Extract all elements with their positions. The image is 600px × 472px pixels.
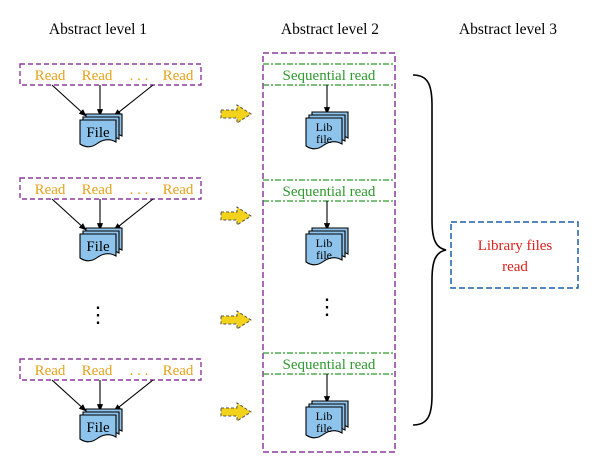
result-box [450, 221, 579, 289]
document-stack-icon [79, 227, 123, 262]
lib-file-label: Lib [316, 236, 333, 250]
read-arrow [51, 379, 87, 412]
file-label: File [86, 420, 110, 436]
document-stack-icon [305, 111, 349, 150]
read-arrow [113, 84, 154, 117]
lib-file-label: Lib [316, 120, 333, 134]
level2-outer-box [262, 52, 396, 453]
sequential-read-label: Sequential read [283, 357, 376, 373]
right-arrow-icon [220, 206, 252, 226]
document-stack-icon [305, 400, 349, 439]
read-label: Read [163, 363, 194, 379]
read-label: Read [163, 182, 194, 198]
read-ellipsis: . . . [130, 363, 149, 379]
read-label: Read [35, 363, 66, 379]
read-label: Read [35, 182, 66, 198]
right-arrow-icon [220, 402, 252, 422]
header-level-2: Abstract level 2 [281, 21, 379, 38]
read-box [19, 177, 202, 200]
document-stack-icon [79, 408, 123, 443]
read-ellipsis: . . . [130, 68, 149, 84]
read-ellipsis: . . . [130, 182, 149, 198]
lib-file-label: file [316, 248, 332, 262]
file-label: File [86, 239, 110, 255]
file-label: File [86, 125, 110, 141]
header-level-1: Abstract level 1 [49, 21, 147, 38]
read-label: Read [82, 363, 113, 379]
read-arrow [51, 84, 87, 117]
grouping-brace [412, 74, 447, 426]
sequential-read-label: Sequential read [283, 184, 376, 200]
read-label: Read [35, 68, 66, 84]
read-label: Read [82, 182, 113, 198]
read-arrow [113, 379, 154, 412]
read-arrow [51, 198, 87, 231]
document-stack-icon [305, 227, 349, 266]
result-line-1: Library files [478, 238, 553, 254]
document-stack-icon [79, 113, 123, 148]
right-arrow-icon [220, 310, 252, 330]
read-box [19, 358, 202, 381]
read-label: Read [82, 68, 113, 84]
sequential-read-label: Sequential read [283, 68, 376, 84]
right-arrow-icon [220, 104, 252, 124]
transfer-arrows [220, 104, 252, 422]
level1-ellipsis: ⋮ [87, 302, 109, 327]
result-line-2: read [502, 259, 528, 275]
read-box [19, 63, 202, 86]
header-level-3: Abstract level 3 [459, 21, 557, 38]
lib-file-label: file [316, 132, 332, 146]
read-label: Read [163, 68, 194, 84]
lib-file-label: Lib [316, 409, 333, 423]
read-arrow [113, 198, 154, 231]
level2-ellipsis: ⋮ [316, 294, 338, 319]
lib-file-label: file [316, 421, 332, 435]
